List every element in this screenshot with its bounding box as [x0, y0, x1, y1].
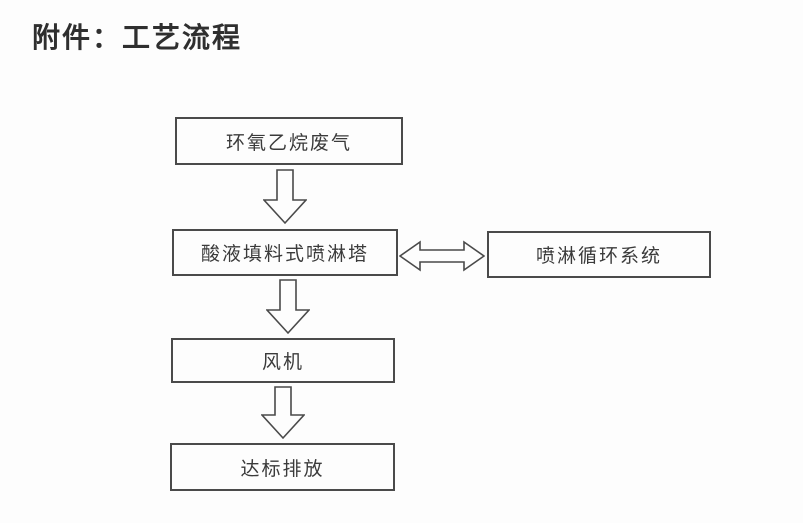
flow-node-label: 酸液填料式喷淋塔 — [200, 244, 369, 265]
flow-node-discharge: 达标排放 — [170, 443, 395, 491]
flow-node-fan: 风机 — [171, 338, 395, 383]
flow-node-waste-gas: 环氧乙烷废气 — [175, 117, 403, 165]
arrow-down-icon — [261, 386, 305, 440]
flow-node-label: 喷淋循环系统 — [535, 246, 662, 267]
page-title: 附件：工艺流程 — [32, 23, 243, 54]
flow-node-circulation: 喷淋循环系统 — [487, 231, 711, 278]
flow-node-spray-tower: 酸液填料式喷淋塔 — [172, 229, 398, 276]
arrow-down-icon — [263, 169, 307, 225]
flow-node-label: 达标排放 — [240, 458, 325, 480]
flow-node-label: 风机 — [261, 352, 304, 373]
arrow-down-icon — [266, 279, 310, 335]
flow-node-label: 环氧乙烷废气 — [225, 132, 352, 154]
arrow-left-right-icon — [399, 240, 485, 272]
